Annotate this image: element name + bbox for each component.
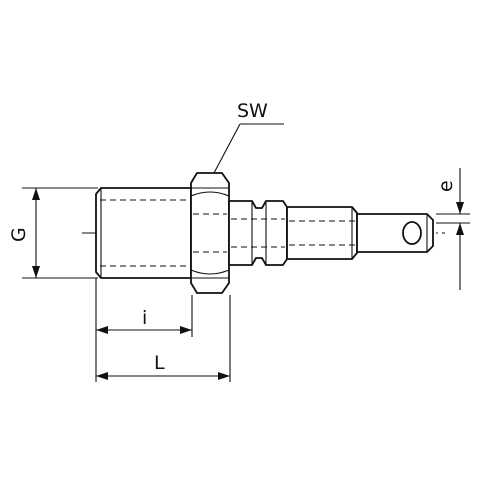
dimension-e (436, 168, 470, 290)
hex-nut (190, 172, 230, 294)
sw-leader (213, 123, 284, 174)
label-e: e (435, 180, 457, 192)
label-l: L (154, 352, 165, 374)
label-i: i (142, 307, 147, 329)
cross-hole (402, 221, 422, 245)
pin (356, 213, 434, 253)
label-sw: SW (237, 100, 268, 122)
dimension-i (95, 278, 193, 382)
collar-section (228, 200, 288, 266)
threaded-body (95, 187, 192, 279)
dimension-g (22, 187, 98, 279)
label-g: G (8, 227, 30, 242)
dimension-l (96, 295, 231, 382)
stem (286, 206, 358, 260)
